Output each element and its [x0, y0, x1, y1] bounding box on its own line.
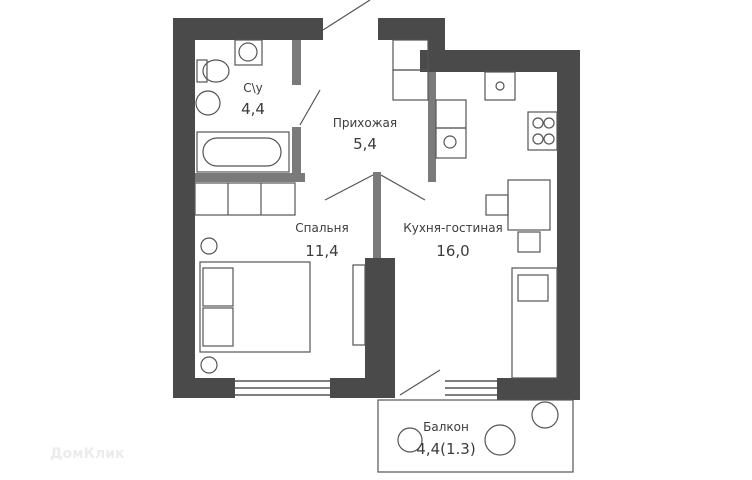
room-area-bathroom: 4,4	[241, 100, 265, 118]
room-name-kitchen: Кухня-гостиная	[403, 221, 503, 235]
partitions	[195, 40, 436, 258]
furniture	[194, 39, 559, 456]
walls	[173, 18, 580, 400]
balcony-outline	[377, 399, 574, 473]
room-area-balcony: 4,4(1.3)	[416, 440, 475, 458]
room-area-hallway: 5,4	[353, 135, 377, 153]
doors	[299, 0, 441, 396]
watermark-logo: ДомКлик	[50, 446, 125, 462]
room-name-bathroom: С\у	[243, 81, 263, 95]
room-name-hallway: Прихожая	[333, 116, 397, 130]
room-area-kitchen: 16,0	[436, 242, 469, 260]
windows	[235, 380, 497, 396]
room-name-balcony: Балкон	[423, 420, 469, 434]
room-area-bedroom: 11,4	[305, 242, 338, 260]
room-name-bedroom: Спальня	[295, 221, 348, 235]
